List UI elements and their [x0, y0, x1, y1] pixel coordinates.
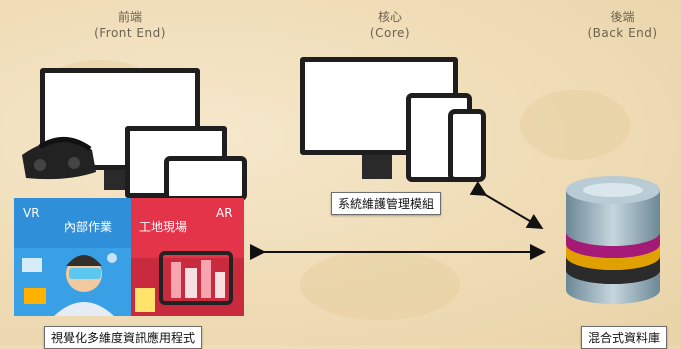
core-monitor-stand: [362, 155, 392, 179]
vr-goggles-icon: [69, 268, 101, 279]
database-icon: [566, 176, 660, 304]
ar-panel: 工地現場 AR: [131, 198, 244, 316]
frontend-title: 前端: [117, 10, 142, 24]
ar-device-frame-icon: [159, 251, 233, 305]
vr-panel: VR 內部作業: [14, 198, 131, 316]
ar-tag: AR: [216, 206, 233, 220]
core-title: 核心: [377, 10, 402, 24]
vr-tag: VR: [23, 206, 40, 220]
backend-subtitle: (Back End): [587, 26, 658, 40]
core-backend-arrow: [469, 181, 544, 230]
database-label: 混合式資料庫: [581, 326, 668, 349]
backend-heading: 後端 (Back End): [570, 9, 675, 41]
background-texture: [300, 250, 460, 320]
vr-headset-icon: [22, 137, 96, 180]
core-module-label: 系統維護管理模組: [331, 192, 442, 215]
core-phone: [448, 109, 486, 182]
core-subtitle: (Core): [369, 26, 411, 40]
frontend-heading: 前端 (Front End): [70, 9, 190, 41]
frontend-subtitle: (Front End): [94, 26, 166, 40]
vr-illustration: [14, 248, 131, 316]
ar-illustration: [131, 251, 244, 316]
ar-title: 工地現場: [139, 220, 188, 234]
vr-title: 內部作業: [64, 220, 113, 234]
background-texture: [520, 90, 630, 160]
core-heading: 核心 (Core): [340, 9, 440, 41]
backend-title: 後端: [610, 10, 635, 24]
